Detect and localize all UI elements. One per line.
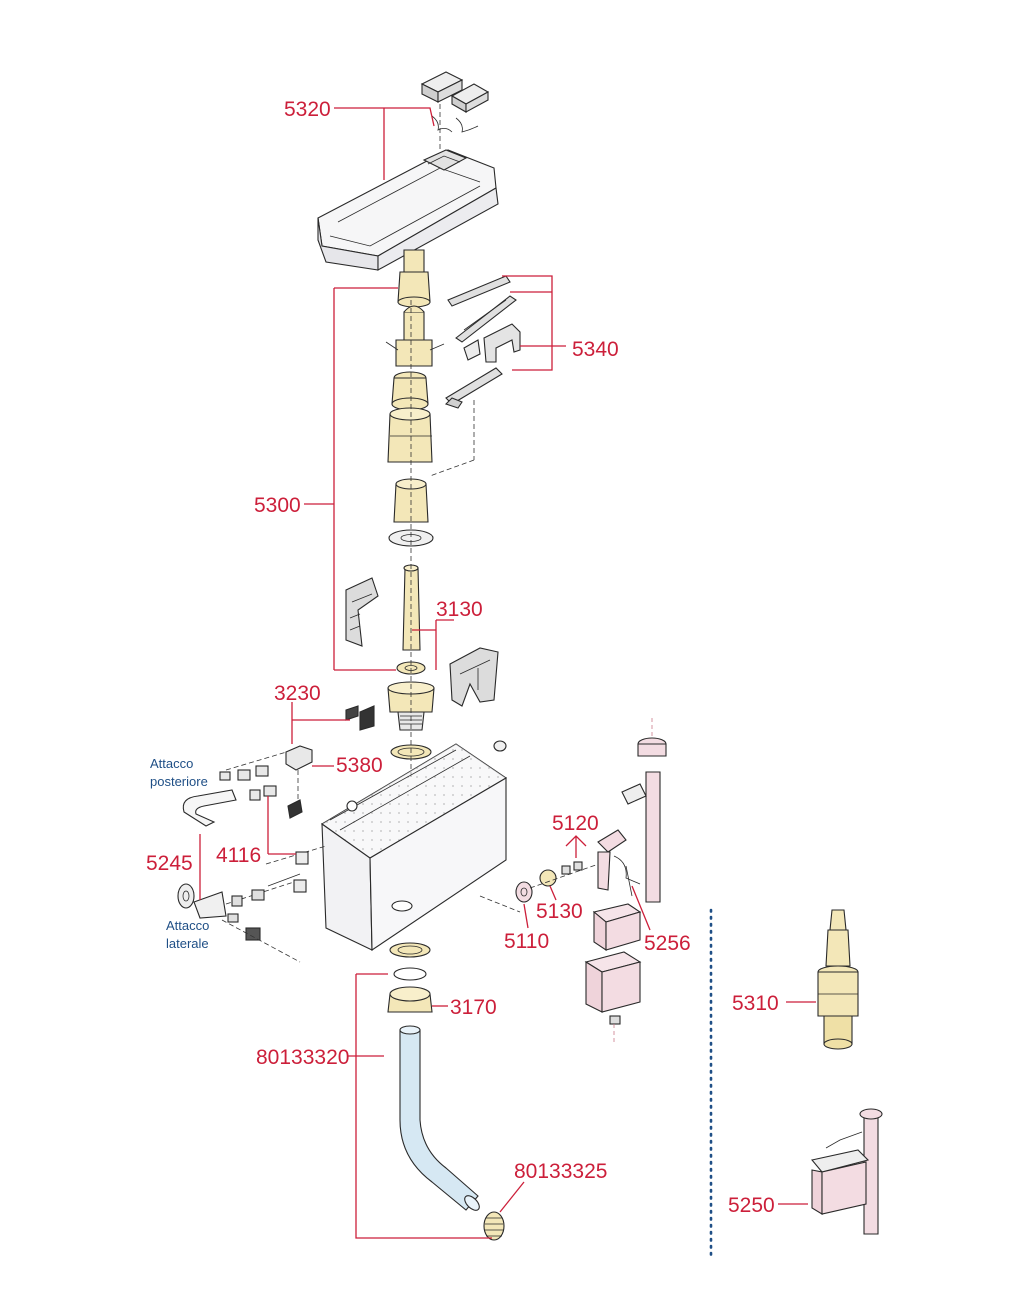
label-5250: 5250	[728, 1194, 775, 1217]
spare-flush-valve	[817, 909, 859, 1050]
fill-valve-body	[584, 718, 667, 1042]
flush-valve-top	[385, 249, 445, 367]
valve-frame-right	[449, 647, 499, 707]
spare-fill-valve	[810, 1108, 883, 1235]
label-5130: 5130	[536, 900, 583, 923]
flush-pipe	[399, 1025, 480, 1211]
label-3230: 3230	[274, 682, 321, 705]
pipe-seal	[483, 1211, 505, 1241]
valve-frame-left	[345, 577, 379, 647]
part-labels: 5320 5340 5300 3130 3230 5380 4116 5245 …	[146, 98, 779, 1217]
leader-lines	[199, 107, 816, 1239]
label-3170: 3170	[450, 996, 497, 1019]
note-rear-line1: Attacco	[150, 756, 193, 771]
cistern-tank	[265, 740, 521, 952]
lever-mechanism	[429, 275, 521, 477]
label-80133325: 80133325	[514, 1160, 607, 1183]
label-5256: 5256	[644, 932, 691, 955]
outlet-seals	[387, 942, 433, 1013]
push-buttons	[420, 71, 490, 150]
side-connection	[177, 851, 309, 963]
note-side-line1: Attacco	[166, 918, 209, 933]
fill-valve-pieces	[515, 859, 611, 903]
label-5320: 5320	[284, 98, 331, 121]
label-5245: 5245	[146, 852, 193, 875]
label-5120: 5120	[552, 812, 599, 835]
label-5340: 5340	[572, 338, 619, 361]
label-5310: 5310	[732, 992, 779, 1015]
label-5300: 5300	[254, 494, 301, 517]
rear-connection	[182, 747, 301, 827]
label-5380: 5380	[336, 754, 383, 777]
label-80133320: 80133320	[256, 1046, 349, 1069]
note-rear-line2: posteriore	[150, 774, 208, 789]
note-side-line2: laterale	[166, 936, 209, 951]
label-5110: 5110	[504, 930, 549, 953]
label-3130: 3130	[436, 598, 483, 621]
label-4116: 4116	[216, 844, 261, 867]
flush-valve-body	[387, 371, 434, 547]
part-3230-pieces	[285, 705, 375, 819]
